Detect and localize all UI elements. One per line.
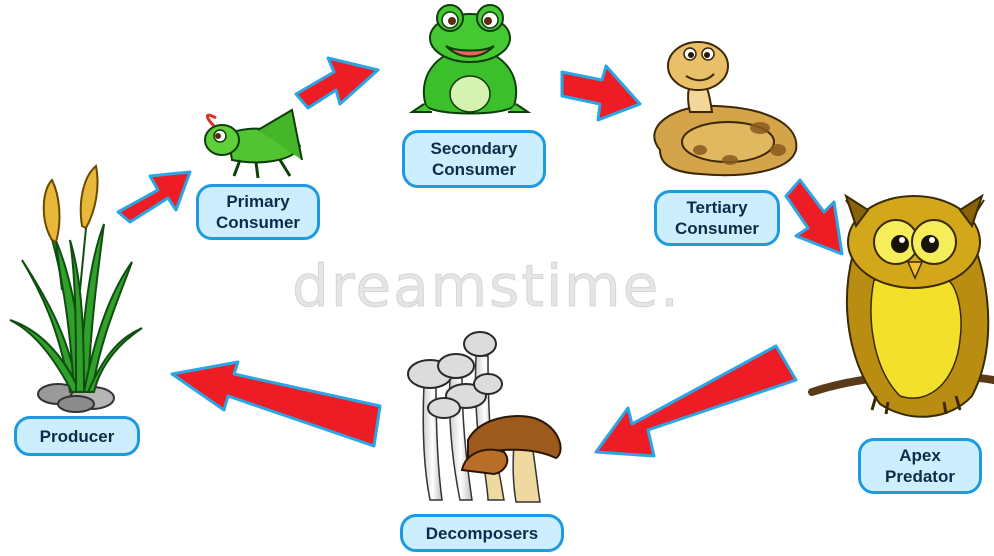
label-producer-text: Producer [39, 426, 115, 446]
label-primary-consumer: Primary Consumer [196, 184, 320, 240]
label-secondary-consumer-text: Secondary Consumer [430, 139, 518, 179]
arrow-apex-to-decomposers [594, 344, 798, 458]
label-secondary-consumer: Secondary Consumer [402, 130, 546, 188]
grasshopper-icon [204, 108, 303, 179]
owl-icon [808, 193, 994, 418]
label-apex-predator-text: Apex Predator [885, 446, 955, 486]
mushrooms-icon [407, 331, 562, 503]
label-primary-consumer-text: Primary Consumer [215, 192, 301, 232]
frog-icon [408, 4, 532, 115]
arrow-tertiary-to-apex [784, 178, 844, 256]
label-tertiary-consumer-text: Tertiary Consumer [674, 198, 760, 238]
snake-icon [653, 41, 798, 177]
watermark-text: dreamstime. [292, 252, 681, 321]
label-decomposers: Decomposers [400, 514, 564, 552]
label-tertiary-consumer: Tertiary Consumer [654, 190, 780, 246]
arrow-producer-to-primary [116, 170, 192, 224]
label-producer: Producer [14, 416, 140, 456]
arrow-decomposers-to-producer [170, 360, 382, 448]
label-apex-predator: Apex Predator [858, 438, 982, 494]
arrow-primary-to-secondary [294, 56, 380, 110]
label-decomposers-text: Decomposers [425, 523, 539, 543]
arrow-secondary-to-tertiary [560, 64, 642, 122]
grass-plant-icon [9, 164, 143, 413]
